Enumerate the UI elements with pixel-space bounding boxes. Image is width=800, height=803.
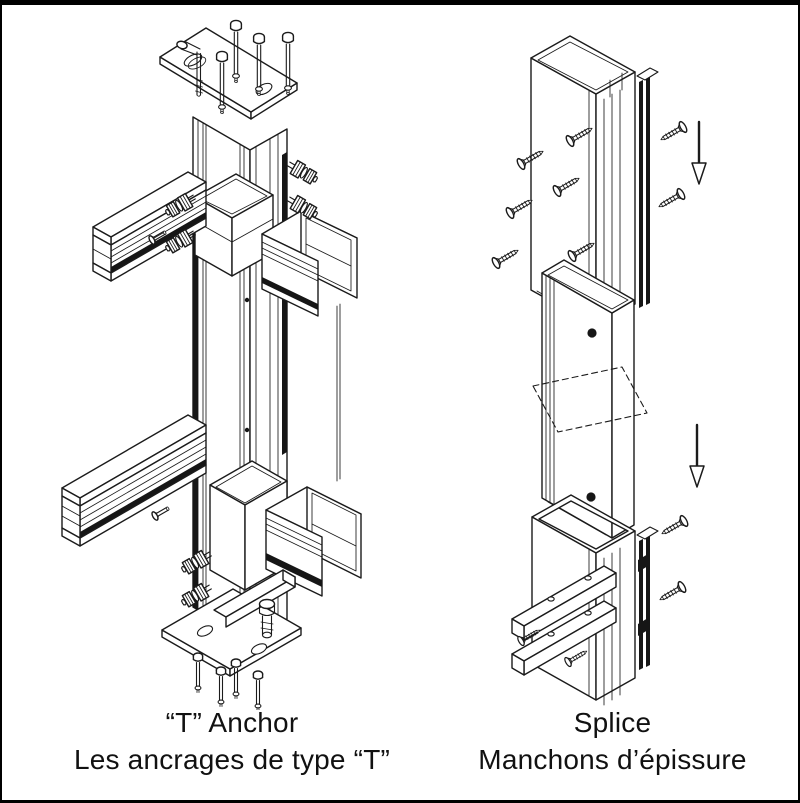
fastening-screw xyxy=(657,119,689,146)
splice-caption-fr: Manchons d’épissure xyxy=(478,744,747,775)
splice-caption: Splice Manchons d’épissure xyxy=(450,704,775,778)
plate-hole xyxy=(250,643,268,655)
fastening-screw xyxy=(490,244,522,271)
down-arrow-icon xyxy=(688,423,706,489)
section-cut-plane xyxy=(532,366,648,433)
set-screw xyxy=(150,503,172,522)
gasket-bracket xyxy=(636,526,659,540)
fastening-screw xyxy=(655,186,687,213)
rail-gasket xyxy=(80,459,206,538)
splice-rail-upper xyxy=(511,565,617,641)
upper-mullion-section xyxy=(530,35,659,332)
fastening-screw xyxy=(658,513,690,540)
anchor-bolt xyxy=(215,666,227,708)
glazing-gasket xyxy=(646,77,650,305)
sleeve-hole xyxy=(587,328,597,338)
t-anchor-caption-en: “T” Anchor xyxy=(165,707,299,738)
down-arrow-icon xyxy=(690,120,708,186)
screw-head xyxy=(547,596,555,602)
rail-gasket xyxy=(266,553,322,587)
plate-hole xyxy=(196,625,214,637)
anchor-bolt xyxy=(230,658,242,700)
rail-gasket xyxy=(262,277,318,310)
gasket-clip xyxy=(638,618,648,636)
splice-caption-en: Splice xyxy=(573,707,652,738)
splice-figure xyxy=(490,35,708,706)
gasket-bracket xyxy=(636,67,659,81)
glazing-gasket xyxy=(639,539,643,670)
stud-nut xyxy=(284,156,321,188)
glazing-gasket-right xyxy=(282,152,287,455)
transom-rail-upper-right xyxy=(261,210,358,317)
hex-bolt xyxy=(258,598,276,639)
t-anchor-caption: “T” Anchor Les ancrages de type “T” xyxy=(37,704,427,778)
glazing-gasket-left xyxy=(193,190,198,610)
glazing-gasket xyxy=(639,80,643,308)
screw-head xyxy=(547,631,555,637)
base-fasteners xyxy=(178,546,276,710)
screw-head xyxy=(584,575,592,581)
glazing-gasket xyxy=(646,536,650,667)
sleeve-hole xyxy=(586,492,596,502)
splice-screws-right-lower xyxy=(656,513,690,606)
transom-rail-upper-left xyxy=(92,171,207,282)
hook-bolt xyxy=(176,40,203,97)
splice-rail-lower xyxy=(511,600,617,676)
gasket-clip xyxy=(638,554,648,572)
anchor-bolt xyxy=(192,652,204,694)
t-anchor-caption-fr: Les ancrages de type “T” xyxy=(73,744,391,775)
technical-illustration xyxy=(61,19,708,710)
fastening-screw xyxy=(656,579,688,606)
screw-head xyxy=(584,610,592,616)
t-anchor-figure xyxy=(61,19,362,710)
splice-sleeve xyxy=(541,259,635,539)
plate-slot-hole xyxy=(187,56,207,70)
transom-rail-lower-left xyxy=(61,414,207,547)
splice-screws-right-upper xyxy=(655,119,689,213)
rail-gasket xyxy=(111,212,206,273)
